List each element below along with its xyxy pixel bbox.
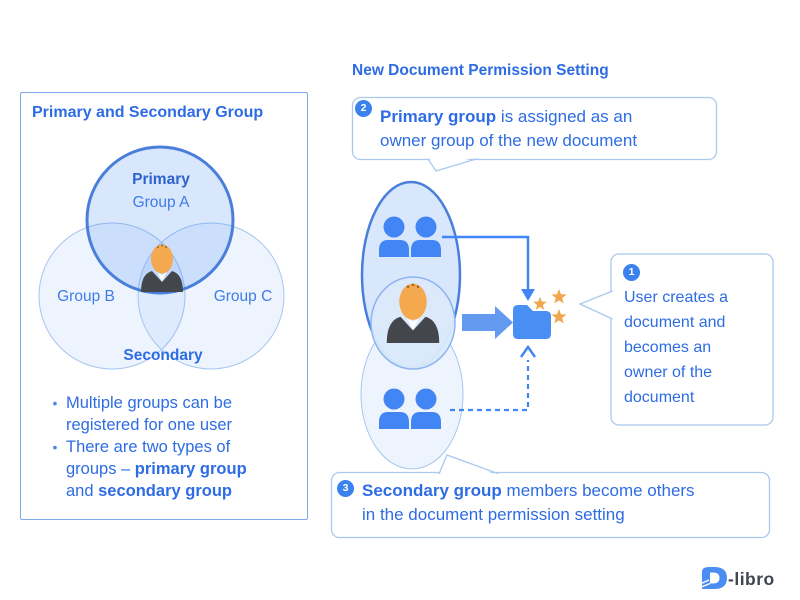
left-panel-bullets: • Multiple groups can be registered for … [44,392,300,502]
arrowhead-down-icon [521,289,535,301]
bullet-dot-icon: • [52,439,58,455]
callout-2-text: Primary group is assigned as an owner gr… [380,107,638,150]
venn-label-secondary: Secondary [123,347,203,364]
venn-label-group-b: Group B [57,288,115,305]
step-2-badge: 2 [355,100,372,117]
venn-label-group-a: Group A [132,194,190,211]
callout-3-tail [439,455,499,476]
logo-book-icon [699,567,727,589]
bullet-dot-icon: • [52,395,58,411]
folder-icon [513,305,551,339]
callout-2-tail [428,156,477,171]
bullet-text: Multiple groups can be registered for on… [66,394,233,434]
bullet-item: • Multiple groups can be registered for … [44,392,300,436]
arrowhead-up-icon [520,344,536,358]
venn-circle-group-c [137,222,285,370]
venn-circle-group-b [38,222,186,370]
user-icon [379,216,409,257]
callout-3-box [330,471,771,539]
left-panel-frame [20,92,308,520]
star-icon [533,296,547,310]
user-icon [379,388,409,429]
star-icon [551,309,567,324]
right-section-title: New Document Permission Setting [352,62,609,79]
venn-label-primary: Primary [132,171,190,188]
callout-1-tail [580,291,613,319]
secondary-to-folder-dashed-arrow [450,360,530,412]
thick-flow-arrow [462,306,513,339]
callout-2-box [351,96,718,161]
logo-text: -libro [728,569,775,589]
business-user-icon [141,244,183,292]
user-icon [411,388,441,429]
callout-1-box [610,253,774,426]
left-panel-title: Primary and Secondary Group [32,104,264,121]
step-3-badge: 3 [337,480,354,497]
user-icon [411,216,441,257]
primary-to-folder-arrow [442,235,530,290]
venn-circle-group-a-primary [85,145,235,295]
venn-label-group-c: Group C [213,288,273,305]
callout-3-text: Secondary group members become others in… [362,481,695,524]
step-1-badge: 1 [623,264,640,281]
callout-1-text: User creates a document and becomes an o… [624,289,729,406]
star-icon [551,289,567,304]
business-user-icon [386,283,440,343]
